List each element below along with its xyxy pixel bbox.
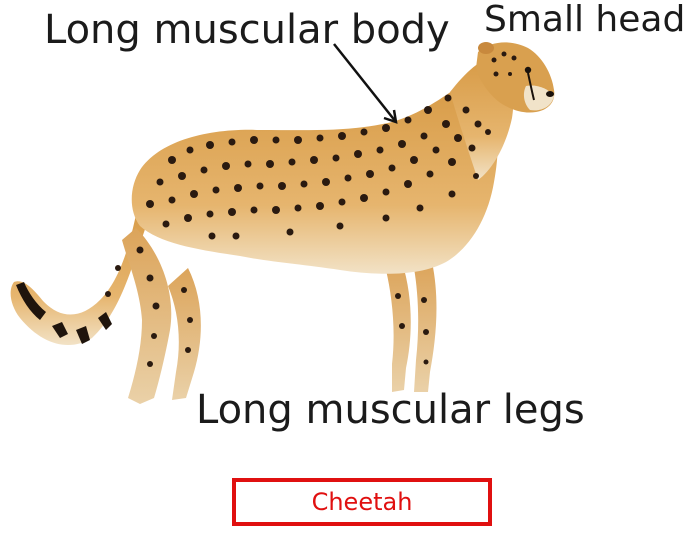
cheetah-eye <box>525 67 531 73</box>
label-long-muscular-legs: Long muscular legs <box>196 390 585 430</box>
label-long-muscular-body: Long muscular body <box>44 10 450 50</box>
cheetah-front-leg-far <box>414 262 436 392</box>
caption-text: Cheetah <box>312 490 413 514</box>
cheetah-tail <box>11 205 150 345</box>
cheetah-front-leg-near <box>386 262 411 392</box>
cheetah-hind-leg-near <box>122 228 171 404</box>
cheetah-ear <box>478 42 494 54</box>
caption-box: Cheetah <box>232 478 492 526</box>
cheetah-nose <box>546 91 554 97</box>
cheetah-body <box>132 78 498 274</box>
label-small-head: Small head <box>484 2 685 38</box>
